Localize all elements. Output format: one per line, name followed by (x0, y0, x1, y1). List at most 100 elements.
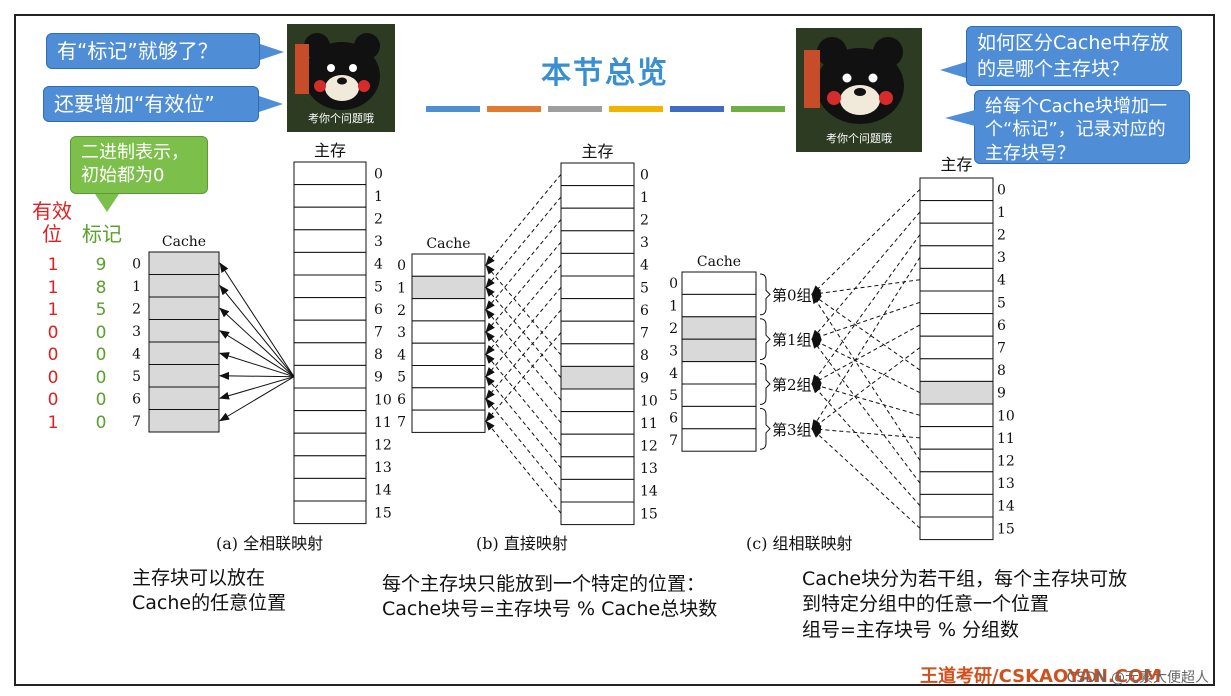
set-label: 第0组 (772, 286, 812, 304)
memory-block (293, 455, 367, 479)
memory-block (293, 297, 367, 321)
block-index-label: 9 (374, 370, 383, 386)
mapping-arrow (811, 382, 921, 416)
block-index-label: 8 (374, 347, 383, 363)
block-index-label: 15 (640, 506, 658, 522)
block-index-label: 12 (374, 438, 392, 454)
block-index-label: 9 (997, 386, 1006, 402)
memory-block (293, 161, 367, 186)
block-index-label: 10 (640, 393, 658, 409)
bear-mascot-icon (287, 24, 395, 132)
main-memory-label: 主存 (940, 155, 972, 174)
mapping-arrow (219, 352, 295, 378)
memory-block (560, 433, 635, 458)
block-index-label: 8 (640, 348, 649, 364)
caption-set-associative: (c) 组相联映射 (746, 534, 853, 553)
block-index-label: 15 (997, 521, 1015, 537)
callout-binary: 二进制表示，初始都为0 (70, 136, 208, 194)
tag-cell: 8 (95, 277, 107, 298)
set-label: 第1组 (772, 331, 812, 349)
mapping-arrow (811, 383, 921, 507)
mapping-arrow (219, 376, 295, 422)
block-index-label: 5 (997, 295, 1006, 311)
memory-block (293, 184, 367, 208)
callout-add-valid: 还要增加“有效位” (43, 86, 259, 122)
block-index-label: 0 (132, 256, 141, 272)
note-set-line2: 到特定分组中的任意一个位置 (802, 593, 1050, 615)
memory-block (560, 252, 635, 277)
memory-block (293, 364, 367, 389)
block-index-label: 0 (397, 258, 406, 274)
memory-block (560, 275, 635, 300)
meme-image-left: 考你个问题哦 (287, 24, 395, 132)
block-index-label: 2 (669, 321, 678, 337)
meme-image-right: 考你个问题哦 (796, 28, 922, 152)
block-index-label: 4 (997, 273, 1006, 289)
title-stripe (487, 106, 541, 112)
block-index-label: 10 (997, 408, 1015, 424)
block-index-label: 7 (374, 325, 383, 341)
block-index-label: 0 (669, 276, 678, 292)
block-index-label: 12 (640, 439, 658, 455)
block-index-label: 3 (397, 325, 406, 341)
mapping-arrow (219, 376, 295, 400)
block-index-label: 14 (374, 483, 392, 499)
title-stripe (670, 106, 724, 112)
set-label: 第3组 (772, 421, 812, 439)
set-brace (759, 407, 771, 450)
block-index-label: 6 (640, 303, 649, 319)
note-fully-associative: 主存块可以放在Cache的任意位置 (132, 567, 287, 614)
memory-block (919, 516, 994, 541)
tag-cell: 9 (95, 255, 107, 275)
block-index-label: 2 (997, 228, 1006, 244)
cache-block (681, 361, 757, 385)
block-index-label: 6 (374, 302, 383, 318)
note-set-line1: Cache块分为若干组，每个主存块可放 (802, 568, 1128, 590)
memory-block (919, 290, 994, 315)
block-index-label: 3 (374, 234, 383, 250)
block-index-label: 6 (397, 392, 406, 408)
note-set-line3: 组号=主存块号 % 分组数 (802, 619, 1020, 641)
block-index-label: 4 (132, 346, 141, 362)
callout-how-distinguish: 如何区分Cache中存放的是哪个主存块？ (966, 26, 1182, 86)
memory-block (560, 456, 635, 480)
callout-add-tag: 给每个Cache块增加一个“标记”，记录对应的主存块号？ (974, 90, 1190, 164)
valid-bit-cell: 1 (47, 300, 59, 320)
memory-block (919, 222, 994, 247)
memory-block (560, 343, 635, 367)
block-index-label: 6 (669, 411, 678, 427)
slide-title: 本节总览 (541, 56, 669, 91)
mapping-arrow (811, 211, 921, 340)
valid-bit-cell: 0 (47, 322, 59, 343)
cache-block (411, 409, 486, 433)
block-index-label: 8 (997, 363, 1006, 379)
callout-tail (259, 96, 283, 112)
cache-block (148, 296, 220, 320)
watermark: CSDN @元素大便超人 (1066, 670, 1209, 686)
memory-block (919, 313, 994, 337)
tag-cell: 5 (95, 300, 107, 320)
mapping-arrow (811, 301, 921, 341)
meme-caption: 考你个问题哦 (826, 132, 892, 145)
cache-block (411, 253, 486, 277)
memory-block (919, 493, 994, 518)
mapping-arrow (219, 371, 295, 380)
block-index-label: 7 (669, 433, 678, 449)
block-index-label: 11 (374, 415, 392, 431)
memory-block (293, 229, 367, 253)
memory-block (293, 387, 367, 412)
valid-bit-cell: 0 (47, 367, 59, 388)
memory-block (293, 274, 367, 299)
valid-bit-cell: 1 (47, 412, 59, 433)
set-label: 第2组 (772, 376, 812, 394)
cache-label: Cache (426, 236, 470, 252)
mapping-arrow (485, 420, 562, 514)
cache-block (411, 365, 486, 389)
block-index-label: 5 (132, 369, 141, 385)
block-index-label: 4 (640, 258, 649, 274)
memory-block (560, 320, 635, 345)
set-brace (759, 273, 771, 316)
block-index-label: 4 (397, 347, 406, 363)
block-index-label: 14 (997, 499, 1015, 515)
